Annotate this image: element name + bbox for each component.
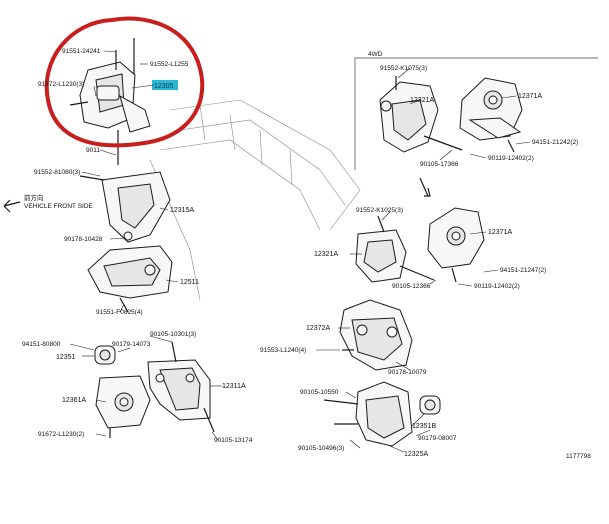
label-90179-14073: 90179-14073	[112, 341, 151, 348]
label-12351b: 12351B	[412, 423, 436, 430]
bracket-12325a[interactable]	[323, 381, 413, 447]
bracket-12511[interactable]	[87, 245, 173, 313]
leader-lines	[69, 50, 531, 453]
label-90105-10496: 90105-10496(3)	[298, 445, 344, 452]
label-91672-l1230-2: 91672-L1230(2)	[38, 431, 84, 438]
label-4wd: 4WD	[368, 51, 383, 58]
label-12361a: 12361A	[62, 397, 86, 404]
reference-number: 1177798	[566, 453, 591, 460]
arrow-down-icon	[419, 177, 431, 197]
label-91551-f0825: 91551-F0825(4)	[96, 309, 143, 316]
label-9011: 9011	[86, 147, 100, 154]
bracket-12311a[interactable]	[147, 341, 215, 433]
mount-12372a[interactable]	[339, 299, 413, 371]
label-12372a: 12372A	[306, 325, 330, 332]
mount-12361a[interactable]	[95, 375, 151, 438]
highlight-12305	[152, 80, 178, 90]
mount-12351b[interactable]	[419, 395, 441, 415]
label-12351: 12351	[56, 354, 76, 361]
label-94151-21247: 94151-21247(2)	[500, 267, 546, 274]
label-front-cn: 前方向	[24, 193, 44, 202]
label-90119-12402-top: 90119-12402(2)	[488, 155, 534, 162]
frame-4wd-top	[354, 57, 598, 170]
label-vehicle-front: VEHICLE FRONT SIDE	[24, 203, 94, 210]
mount-12371a-top[interactable]	[459, 77, 523, 153]
label-90105-10301: 90105-10301(3)	[150, 331, 196, 338]
label-91552-l1255: 91552-L1255	[150, 61, 189, 68]
label-91672-l1230: 91672-L1230(3)	[38, 81, 84, 88]
label-90179-08007: 90179-08007	[418, 435, 457, 442]
bracket-12321a-top[interactable]	[379, 76, 463, 153]
label-91552-81080: 91552-81080(3)	[34, 169, 80, 176]
label-12371a-mid: 12371A	[488, 229, 512, 236]
label-90105-13174: 90105-13174	[214, 437, 253, 444]
label-12325a: 12325A	[404, 451, 428, 458]
label-12321a-mid: 12321A	[314, 251, 338, 258]
label-12371a-top: 12371A	[518, 93, 542, 100]
label-90105-10550: 90105-10550	[300, 389, 339, 396]
label-90119-12402-mid: 90119-12402(2)	[474, 283, 520, 290]
label-12311a: 12311A	[222, 383, 246, 390]
label-90105-12366: 90105-12366	[392, 283, 431, 290]
label-90105-17366: 90105-17366	[420, 161, 459, 168]
label-90178-10079: 90178-10079	[388, 369, 427, 376]
bracket-12315a[interactable]	[79, 171, 171, 243]
label-94151-80800: 94151-80800	[22, 341, 61, 348]
label-12511: 12511	[180, 279, 199, 286]
label-12321a-top: 12321A	[410, 97, 434, 104]
label-94151-21242: 94151-21242(2)	[532, 139, 578, 146]
label-90178-10428: 90178-10428	[64, 236, 103, 243]
arrow-left-icon	[3, 199, 21, 213]
label-91553-l1240: 91553-L1240(4)	[260, 347, 306, 354]
label-12305: 12305	[154, 83, 174, 90]
engine-mount-12305[interactable]	[69, 38, 151, 165]
label-91552-k1025: 91552-K1025(3)	[356, 207, 403, 214]
mount-12351[interactable]	[94, 345, 116, 365]
bracket-12321a-mid[interactable]	[355, 215, 435, 283]
label-91552-k1075: 91552-K1075(3)	[380, 65, 427, 72]
mount-12371a-mid[interactable]	[427, 207, 485, 283]
part-labels: 91551-24241 91552-L1255 91672-L1230(3) 1…	[22, 48, 591, 460]
annotation-circle	[44, 16, 205, 148]
label-12315a: 12315A	[170, 207, 194, 214]
label-91551-24241: 91551-24241	[62, 48, 101, 55]
